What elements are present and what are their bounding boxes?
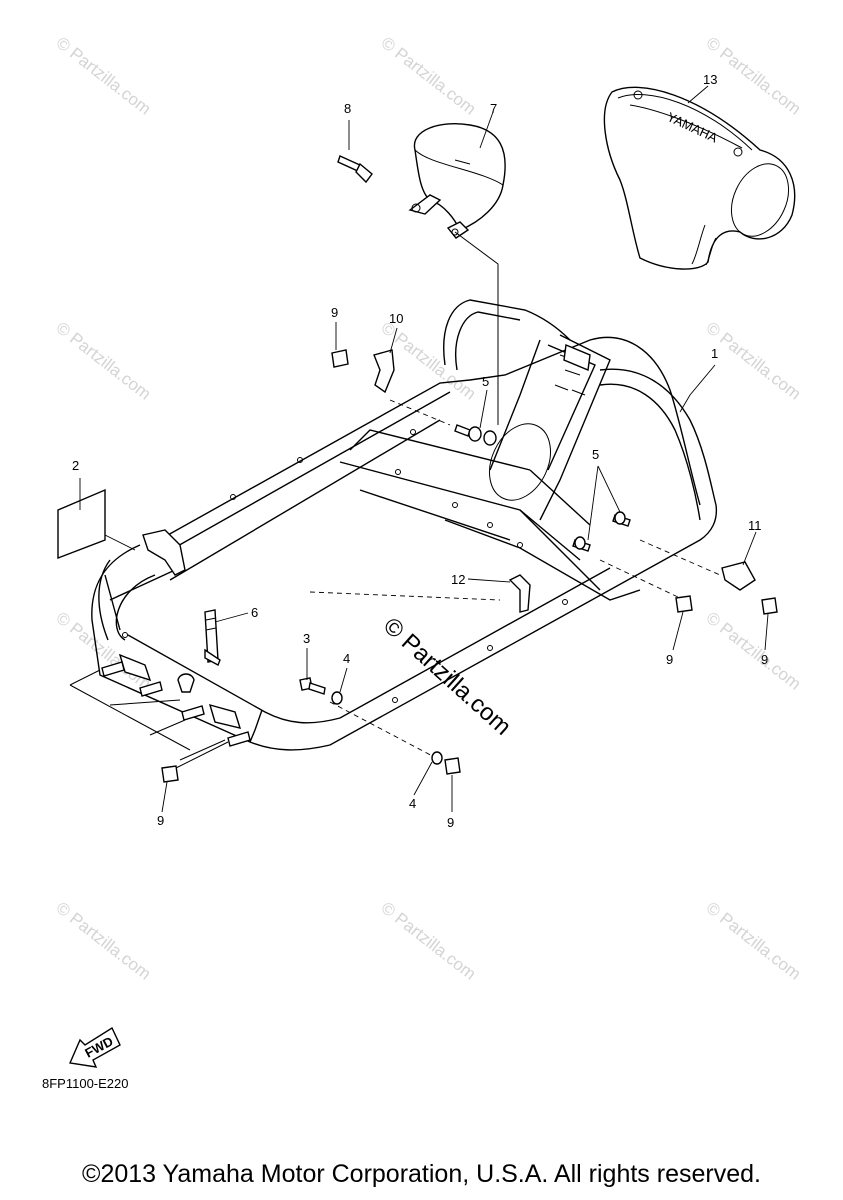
pad-part [408,123,506,239]
front-studs [69,661,251,773]
callout-4: 4 [409,796,416,811]
leader-lines [79,85,769,813]
copyright-notice: ©2013 Yamaha Motor Corporation, U.S.A. A… [82,1160,761,1188]
callout-11: 11 [748,518,762,533]
frame-part [91,299,718,751]
bolt-left-part [389,399,497,446]
callout-9: 9 [447,815,454,830]
callout-5: 5 [592,447,599,462]
clip-left-part [331,349,395,394]
label-part [57,488,106,560]
callout-4: 4 [343,651,350,666]
callout-12: 12 [451,572,465,587]
steering-cover-part: YAMAHA [603,86,796,270]
watermark: © Partzilla.com [53,608,155,694]
diagram-code: 8FP1100-E220 [42,1076,129,1091]
callout-6: 6 [251,605,258,620]
callout-9: 9 [666,652,673,667]
watermark: © Partzilla.com [703,898,805,984]
watermark: © Partzilla.com [378,33,480,119]
clip-right-part [675,561,778,615]
watermark: © Partzilla.com [703,608,805,694]
callout-7: 7 [490,101,497,116]
watermark: © Partzilla.com [53,318,155,404]
bracket-part [309,574,531,613]
callout-5: 5 [482,374,489,389]
rivet-part [337,155,373,184]
callout-13: 13 [703,72,717,87]
watermark: © Partzilla.com [53,898,155,984]
callout-numbers: 1 2 3 4 4 5 5 6 7 8 9 9 9 9 9 10 11 12 1… [72,72,768,830]
watermark: © Partzilla.com [703,33,805,119]
bolt-part [161,677,461,783]
callout-1: 1 [711,346,718,361]
callout-9: 9 [331,305,338,320]
watermark: © Partzilla.com [53,33,155,119]
callout-2: 2 [72,458,79,473]
watermark: © Partzilla.com [378,898,480,984]
bolt-right-part [572,511,721,599]
callout-3: 3 [303,631,310,646]
callout-9: 9 [157,813,164,828]
callout-10: 10 [389,311,403,326]
callout-8: 8 [344,101,351,116]
stopper-part [204,609,221,666]
callout-9: 9 [761,652,768,667]
fwd-arrow-icon: FWD [68,1026,121,1068]
